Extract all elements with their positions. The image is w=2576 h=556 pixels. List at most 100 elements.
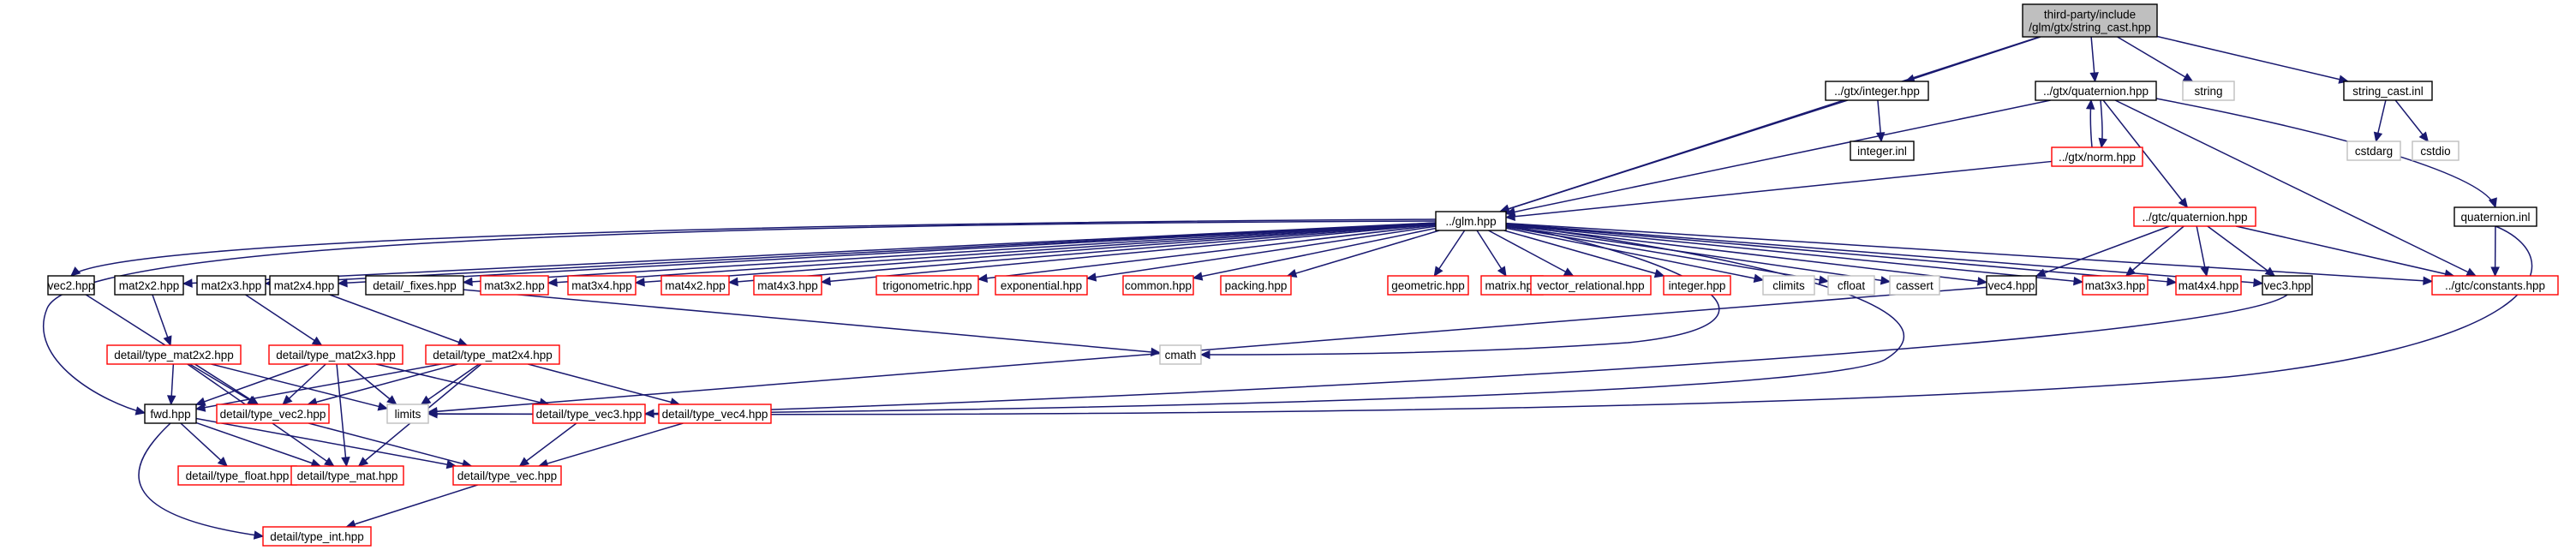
edge-glm-to-climits — [1505, 227, 1765, 284]
node-mat3x4[interactable]: mat3x4.hpp — [567, 275, 637, 296]
node-label: mat2x4.hpp — [274, 279, 335, 292]
node-tvec3[interactable]: detail/type_vec3.hpp — [532, 404, 646, 424]
node-mat3x3[interactable]: mat3x3.hpp — [2082, 275, 2149, 296]
node-mat2x3[interactable]: mat2x3.hpp — [196, 275, 266, 296]
node-tvec4[interactable]: detail/type_vec4.hpp — [658, 404, 772, 424]
edge-gtx_quaternion-to-gtc_quaternion — [2102, 99, 2189, 208]
edge-glm-to-packing — [1286, 230, 1440, 278]
node-tfloat[interactable]: detail/type_float.hpp — [177, 465, 297, 486]
node-gtc-quaternion[interactable]: ../gtc/quaternion.hpp — [2133, 206, 2256, 227]
node-mat2x4[interactable]: mat2x4.hpp — [269, 275, 339, 296]
node-label: cstdio — [2420, 145, 2450, 158]
edge-gtx_integer-to-glm — [1499, 99, 1848, 213]
edge-tm2x3-to-tvec3 — [375, 363, 550, 407]
node-mat4x4[interactable]: mat4x4.hpp — [2175, 275, 2242, 296]
node-label: vec3.hpp — [2264, 279, 2311, 292]
edge-tvec3-to-tvec — [518, 422, 577, 467]
node-integer-hpp[interactable]: integer.hpp — [1663, 275, 1731, 296]
node-fixes[interactable]: detail/_fixes.hpp — [365, 275, 464, 296]
edge-vec3-to-tvec3 — [643, 294, 2288, 418]
node-integer-inl[interactable]: integer.inl — [1850, 140, 1915, 161]
node-root[interactable]: third-party/include/glm/gtx/string_cast.… — [2022, 3, 2158, 38]
edge-tm2x3-to-tvec2 — [282, 363, 326, 405]
node-label: cmath — [1165, 349, 1197, 362]
edge-gtc_quaternion-to-mat3x3 — [2125, 225, 2185, 277]
edge-tm2x2-to-tvec2 — [189, 363, 259, 405]
node-quaternion-inl[interactable]: quaternion.inl — [2453, 206, 2537, 227]
node-label: matrix.hpp — [1485, 279, 1539, 292]
node-fwd[interactable]: fwd.hpp — [144, 404, 197, 424]
node-trig[interactable]: trigonometric.hpp — [876, 275, 979, 296]
node-mat4x2[interactable]: mat4x2.hpp — [660, 275, 730, 296]
node-glm[interactable]: ../glm.hpp — [1435, 211, 1507, 231]
edge-tm2x3-to-fwd — [194, 363, 310, 406]
node-label: exponential.hpp — [1001, 279, 1082, 292]
edge-root-to-gtx_quaternion — [2089, 36, 2099, 83]
node-tmat[interactable]: detail/type_mat.hpp — [290, 465, 404, 486]
edge-tm2x4-to-limits — [420, 363, 480, 405]
node-gtc-constants[interactable]: ../gtc/constants.hpp — [2431, 275, 2559, 296]
node-vec3[interactable]: vec3.hpp — [2262, 275, 2313, 296]
edge-glm-to-common — [1192, 227, 1437, 281]
node-gtx-norm[interactable]: ../gtx/norm.hpp — [2051, 146, 2143, 167]
node-label: vec2.hpp — [48, 279, 95, 292]
edge-glm-to-integer_hpp — [1503, 230, 1665, 278]
node-tm2x4[interactable]: detail/type_mat2x4.hpp — [425, 344, 560, 365]
node-tvec2[interactable]: detail/type_vec2.hpp — [216, 404, 330, 424]
node-mat2x2[interactable]: mat2x2.hpp — [114, 275, 184, 296]
node-label: climits — [1772, 279, 1805, 292]
edge-fwd-to-tmat — [195, 421, 322, 468]
node-cfloat: cfloat — [1827, 275, 1875, 296]
node-label: detail/type_mat2x3.hpp — [276, 349, 396, 362]
node-vecrel[interactable]: vector_relational.hpp — [1530, 275, 1652, 296]
node-common[interactable]: common.hpp — [1122, 275, 1194, 296]
edge-glm-to-geometric — [1433, 230, 1466, 278]
node-string-cast-inl[interactable]: string_cast.inl — [2343, 81, 2433, 101]
node-tvec[interactable]: detail/type_vec.hpp — [452, 465, 562, 486]
node-label: detail/type_float.hpp — [186, 469, 290, 482]
node-geometric[interactable]: geometric.hpp — [1387, 275, 1469, 296]
edge-glm-to-vec4 — [1505, 224, 1988, 286]
node-label: mat4x2.hpp — [665, 279, 726, 292]
node-packing[interactable]: packing.hpp — [1220, 275, 1292, 296]
node-label: mat2x2.hpp — [119, 279, 180, 292]
node-label: mat4x3.hpp — [757, 279, 818, 292]
node-label: mat3x2.hpp — [484, 279, 545, 292]
node-label: ../gtx/integer.hpp — [1834, 85, 1920, 98]
node-vec4[interactable]: vec4.hpp — [1986, 275, 2037, 296]
node-gtx-quaternion[interactable]: ../gtx/quaternion.hpp — [2035, 81, 2157, 101]
node-mat3x2[interactable]: mat3x2.hpp — [480, 275, 549, 296]
node-label: quaternion.inl — [2460, 211, 2530, 224]
edge-gtx_quaternion-to-gtx_norm — [2098, 99, 2107, 149]
node-label: detail/type_mat.hpp — [297, 469, 398, 482]
node-mat4x3[interactable]: mat4x3.hpp — [753, 275, 822, 296]
node-label: third-party/include — [2044, 9, 2136, 21]
node-label: detail/type_int.hpp — [270, 530, 364, 543]
edge-tvec2-to-tvec — [308, 422, 473, 469]
node-tm2x3[interactable]: detail/type_mat2x3.hpp — [268, 344, 403, 365]
node-label: integer.inl — [1857, 145, 1907, 158]
node-tint[interactable]: detail/type_int.hpp — [262, 526, 372, 547]
node-vec2[interactable]: vec2.hpp — [47, 275, 95, 296]
edge-glm-to-limits — [427, 224, 1905, 419]
edge-glm-to-cmath — [1199, 224, 1720, 360]
node-label: string_cast.inl — [2352, 85, 2424, 98]
edge-mat2x2-to-tm2x2 — [152, 294, 172, 347]
node-label: trigonometric.hpp — [882, 279, 971, 292]
edge-layer — [43, 35, 2533, 540]
edge-glm-to-mat3x4 — [634, 223, 1437, 287]
edge-glm-to-mat4x3 — [820, 224, 1437, 286]
node-exp[interactable]: exponential.hpp — [995, 275, 1088, 296]
node-cstdio: cstdio — [2412, 140, 2459, 161]
edge-mat2x4-to-tm2x4 — [329, 294, 469, 347]
node-tm2x2[interactable]: detail/type_mat2x2.hpp — [106, 344, 242, 365]
node-label: ../gtc/quaternion.hpp — [2142, 211, 2247, 224]
node-cmath: cmath — [1159, 344, 1202, 365]
edge-fwd-to-tint — [138, 422, 265, 540]
node-cassert: cassert — [1889, 275, 1940, 296]
node-gtx-integer[interactable]: ../gtx/integer.hpp — [1825, 81, 1929, 101]
node-label: mat4x4.hpp — [2179, 279, 2239, 292]
node-label: geometric.hpp — [1391, 279, 1465, 292]
node-label: detail/type_mat2x4.hpp — [433, 349, 553, 362]
edge-tm2x2-to-fwd — [166, 363, 176, 406]
